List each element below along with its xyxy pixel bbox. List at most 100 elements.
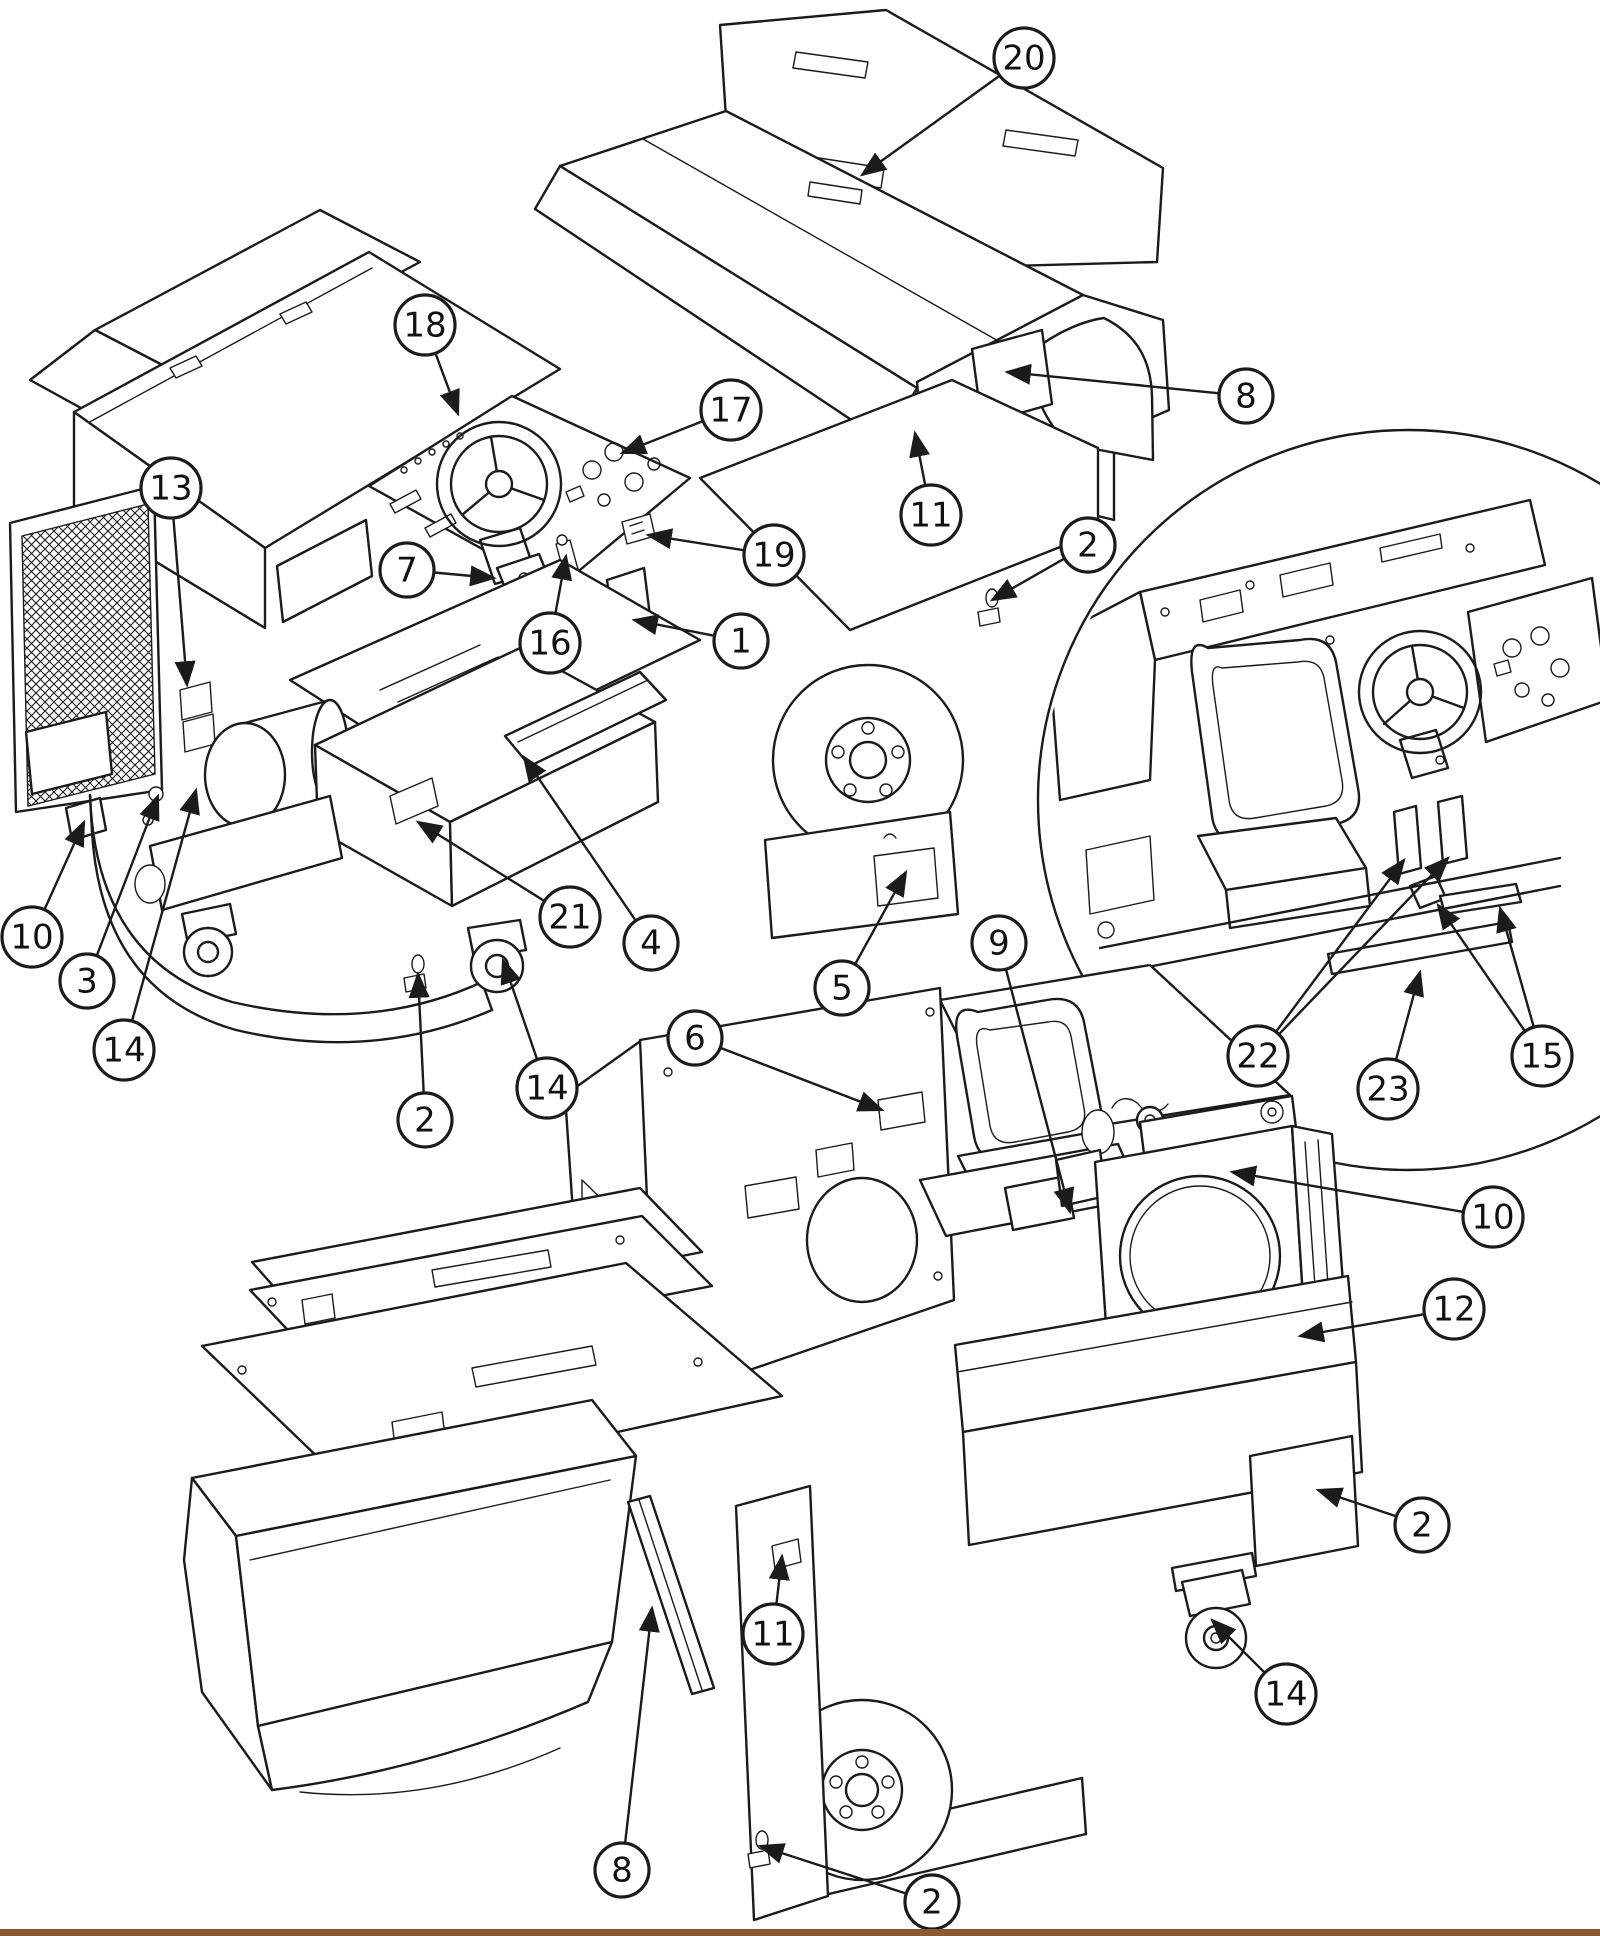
hopper-assembly (182, 1398, 638, 1796)
mid-deck-box (313, 646, 660, 908)
step-panel-5 (763, 810, 960, 940)
side-squeegee-8 (626, 1494, 716, 1696)
svg-text:2: 2 (921, 1883, 943, 1923)
leader-line-10 (1229, 1165, 1464, 1214)
callout-15-balloon: 15 (1510, 1024, 1574, 1088)
leader-line-22 (1277, 856, 1450, 1036)
svg-text:11: 11 (751, 1615, 794, 1655)
leader-line-8 (1004, 363, 1220, 395)
svg-text:6: 6 (684, 1019, 706, 1059)
callout-22-balloon: 22 (1226, 1024, 1290, 1088)
svg-text:16: 16 (528, 624, 571, 664)
callout-10-balloon: 10 (1461, 1185, 1525, 1249)
callout-10-balloon: 10 (0, 905, 64, 969)
leader-line-16 (551, 553, 573, 614)
leader-line-11 (909, 430, 930, 486)
callout-2-balloon: 2 (1059, 516, 1117, 574)
svg-text:7: 7 (396, 551, 418, 591)
callout-18-balloon: 18 (393, 293, 457, 357)
leader-line-6 (719, 1046, 885, 1112)
callout-1-balloon: 1 (712, 612, 770, 670)
callout-19-balloon: 19 (742, 523, 806, 587)
inset-steering-wheel (1357, 629, 1483, 780)
callout-14-balloon: 14 (92, 1018, 156, 1082)
callout-11-balloon: 11 (741, 1602, 805, 1666)
callout-11-balloon: 11 (899, 483, 963, 547)
machine-rear-isometric-view (182, 963, 1364, 1922)
leader-line-22 (1274, 857, 1406, 1033)
svg-text:21: 21 (548, 898, 591, 938)
callout-14-balloon: 14 (1254, 1662, 1318, 1726)
callout-16-balloon: 16 (518, 611, 582, 675)
callout-9-balloon: 9 (970, 914, 1028, 972)
leader-line-17 (619, 419, 704, 455)
leader-line-15 (1436, 902, 1526, 1032)
leader-line-23 (1394, 969, 1424, 1061)
leader-line-15 (1496, 905, 1535, 1028)
leader-line-2 (408, 971, 430, 1094)
leader-line-2 (989, 557, 1066, 602)
svg-text:22: 22 (1236, 1037, 1279, 1077)
callout-21-balloon: 21 (538, 885, 602, 949)
tray-4 (503, 670, 668, 768)
callout-4-balloon: 4 (622, 914, 680, 972)
leader-line-14 (130, 787, 200, 1022)
svg-text:2: 2 (414, 1101, 436, 1141)
leader-line-14 (1210, 1618, 1266, 1674)
leader-line-19 (645, 528, 745, 552)
machine-front-isometric-view (8, 8, 1171, 1044)
inset-kick-panel-23 (1326, 920, 1514, 976)
leader-line-1 (631, 614, 715, 637)
inset-seat (1190, 637, 1372, 930)
leader-line-8 (623, 1605, 660, 1844)
svg-text:17: 17 (709, 391, 752, 431)
leader-line-5 (853, 869, 908, 965)
callout-2-balloon: 2 (1393, 1496, 1451, 1554)
svg-text:4: 4 (640, 924, 662, 964)
svg-text:10: 10 (1471, 1198, 1514, 1238)
leader-line-12 (1297, 1313, 1425, 1343)
leader-line-20 (859, 74, 1001, 177)
svg-text:14: 14 (525, 1069, 568, 1109)
hood-labels-13 (179, 681, 216, 753)
side-panel-11 (734, 1484, 830, 1922)
callout-8-balloon: 8 (1217, 367, 1275, 425)
svg-text:14: 14 (1264, 1675, 1307, 1715)
svg-text:2: 2 (1411, 1506, 1433, 1546)
svg-text:19: 19 (752, 536, 795, 576)
svg-text:13: 13 (149, 469, 192, 509)
leader-line-18 (434, 352, 460, 417)
svg-text:9: 9 (988, 924, 1010, 964)
callout-14-balloon: 14 (515, 1056, 579, 1120)
inset-slats-22 (1392, 794, 1469, 876)
leader-line-13 (172, 517, 196, 688)
instrument-console (367, 394, 692, 592)
footer-rule (0, 1929, 1600, 1936)
callout-23-balloon: 23 (1356, 1057, 1420, 1121)
callout-5-balloon: 5 (813, 959, 871, 1017)
callout-2-balloon: 2 (396, 1091, 454, 1149)
callout-7-balloon: 7 (378, 541, 436, 599)
svg-text:20: 20 (1002, 39, 1045, 79)
callout-20-balloon: 20 (992, 26, 1056, 90)
svg-text:2: 2 (1077, 526, 1099, 566)
callout-3-balloon: 3 (58, 952, 116, 1010)
svg-text:18: 18 (403, 306, 446, 346)
leader-line-10 (43, 819, 86, 911)
svg-text:1: 1 (730, 622, 752, 662)
callout-13-balloon: 13 (139, 456, 203, 520)
callout-2-balloon: 2 (903, 1873, 961, 1931)
svg-text:8: 8 (1235, 377, 1257, 417)
leader-line-2 (757, 1843, 907, 1895)
leader-line-9 (1004, 968, 1075, 1215)
leader-line-14 (500, 957, 539, 1060)
callout-6-balloon: 6 (666, 1009, 724, 1067)
callout-8-balloon: 8 (593, 1841, 651, 1899)
callout-17-balloon: 17 (699, 378, 763, 442)
svg-text:5: 5 (831, 969, 853, 1009)
hopper-covers-rear (200, 1186, 784, 1492)
svg-text:10: 10 (10, 918, 53, 958)
svg-text:23: 23 (1366, 1070, 1409, 1110)
